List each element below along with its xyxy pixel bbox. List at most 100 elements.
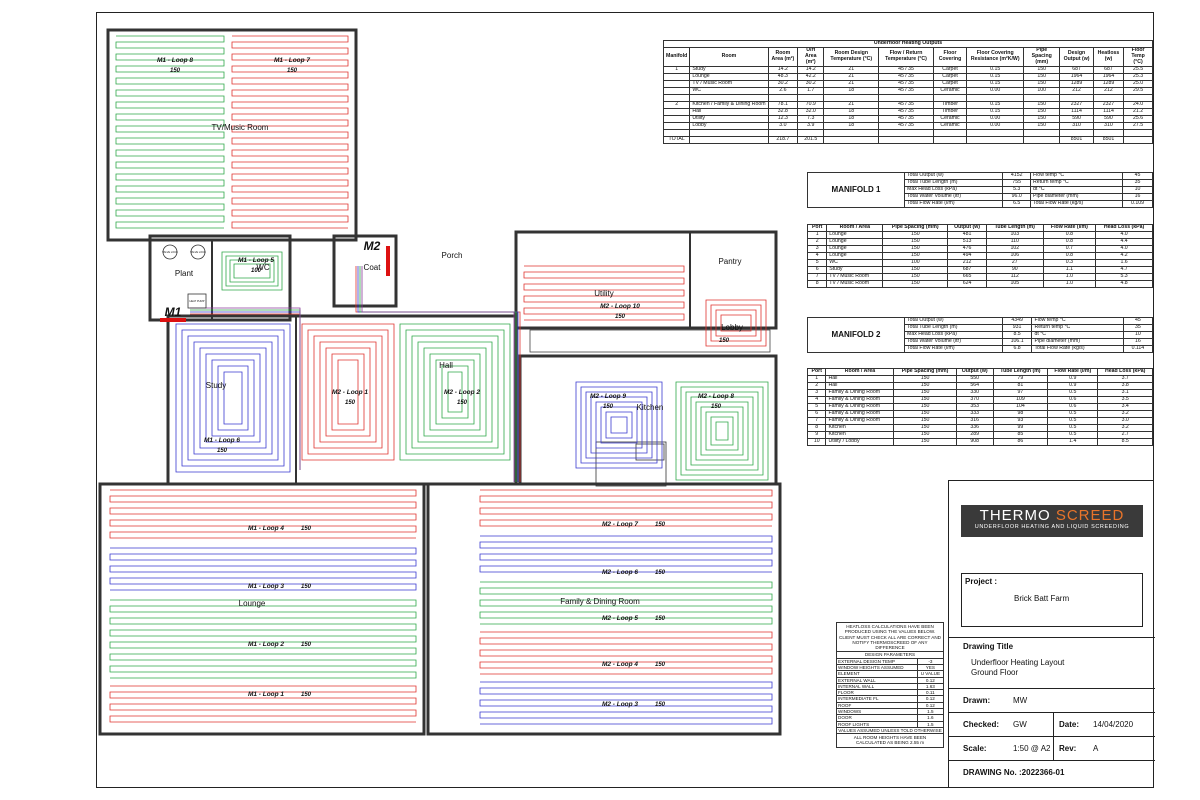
table-cell — [797, 93, 825, 102]
table-cell: 14.2 — [797, 65, 825, 74]
table-cell: 513 — [947, 237, 987, 246]
summary-key: Total Flow Rate (l/m) — [903, 199, 1004, 208]
table-cell: 25.5 — [1123, 65, 1153, 74]
table-cell: 1.0 — [1042, 279, 1097, 288]
loop-spacing: 150 — [345, 400, 356, 406]
table-cell — [878, 135, 934, 144]
table-cell: 590 — [1092, 114, 1125, 123]
table-cell: 21 — [823, 65, 880, 74]
heatloss-intro: HEATLOSS CALCULATIONS HAVE BEEN PRODUCED… — [836, 621, 944, 653]
table-cell: 70.9 — [797, 100, 825, 109]
table-cell: 30.2 — [797, 79, 825, 88]
table-cell: 0.12 — [916, 695, 945, 703]
table-cell: 109 — [992, 395, 1049, 404]
outputs-header: Design Output (w) — [1059, 46, 1094, 67]
table-cell: 7 — [806, 272, 828, 281]
table-cell: 18 — [823, 107, 880, 116]
ports-header: Output (w) — [947, 224, 987, 232]
checked-value: GW — [1013, 720, 1027, 729]
room-label: Porch — [442, 251, 463, 260]
table-cell: 8 — [806, 279, 828, 288]
table-cell: 0.6 — [1047, 402, 1099, 411]
table-cell: 3.9 — [797, 121, 825, 130]
drawn-label: Drawn: — [963, 696, 991, 705]
table-cell: 150 — [1023, 107, 1061, 116]
room-label: Utility — [594, 289, 614, 298]
table-cell: 4 — [806, 251, 828, 260]
ports-header: Port — [806, 224, 828, 232]
summary-value: 96.0 — [1002, 192, 1031, 201]
loop-label: M2 - Loop 2 — [444, 389, 480, 396]
table-cell: Carpet — [932, 65, 968, 74]
table-cell: 150 — [882, 244, 949, 253]
heatloss-heading: DESIGN PARAMETERS — [836, 651, 944, 659]
table-cell: 0.12 — [916, 676, 945, 684]
table-cell: 150 — [1023, 100, 1061, 109]
table-cell: Timber — [932, 107, 968, 116]
loop-spacing: 150 — [301, 584, 312, 590]
table-cell: 27.5 — [1123, 121, 1153, 130]
table-cell: 21 — [823, 79, 880, 88]
table-cell: 86 — [992, 437, 1049, 446]
manifold-2-label: M2 — [364, 239, 381, 253]
table-cell — [966, 93, 1025, 102]
table-cell: 48.3 — [767, 72, 799, 81]
table-cell: 45 / 35 — [878, 107, 934, 116]
table-cell: 665 — [947, 272, 987, 281]
table-cell: 3.0 — [1097, 416, 1153, 425]
table-cell — [823, 135, 880, 144]
table-cell: Carpet — [932, 72, 968, 81]
table-cell: 1.5 — [916, 720, 945, 728]
feed-pipe — [361, 266, 515, 482]
table-cell: 78.1 — [767, 100, 799, 109]
tv-room-wall — [106, 28, 358, 242]
loop-kitchen-green — [675, 381, 769, 481]
loop-spacing: 100 — [251, 268, 262, 274]
heatloss-note1: VALUES ASSUMED UNLESS TOLD OTHERWISE — [836, 726, 944, 735]
table-cell: 150 — [893, 388, 957, 397]
loop-label: M2 - Loop 8 — [698, 393, 734, 400]
table-cell — [878, 128, 934, 137]
summary-key: Total Tube Length (m) — [904, 323, 1003, 332]
date-value: 14/04/2020 — [1093, 720, 1134, 729]
table-cell: 0.15 — [966, 72, 1025, 81]
worktop — [529, 329, 771, 353]
table-cell: 1.5 — [916, 707, 945, 716]
logo-word-a: THERMO — [979, 507, 1051, 524]
table-cell: U VALUE — [916, 670, 945, 678]
table-cell: 42.2 — [797, 72, 825, 81]
table-cell: 112 — [985, 272, 1044, 281]
loop-spacing: 150 — [217, 448, 228, 454]
summary-key: Pipe diameter (mm) — [1029, 192, 1123, 201]
table-cell: 481 — [947, 230, 987, 239]
table-cell: 1.0 — [1042, 272, 1097, 281]
table-cell: 100 — [882, 258, 949, 267]
outputs-header: Room Design Temperature (°C) — [823, 46, 880, 67]
table-cell: 5 — [806, 402, 827, 411]
table-cell: Family & Dining Room — [825, 395, 895, 404]
table-cell: 150 — [893, 374, 957, 383]
loop-spacing: 150 — [655, 702, 666, 708]
room-label: WC — [256, 263, 270, 272]
table-cell: Study — [826, 265, 884, 274]
table-cell: 32.0 — [797, 107, 825, 116]
table-cell: 32.8 — [767, 107, 799, 116]
table-cell: 8501 — [1059, 135, 1094, 144]
rev-value: A — [1093, 744, 1099, 753]
table-cell: 81 — [992, 381, 1049, 390]
loop-spacing: 150 — [655, 616, 666, 622]
plant-equipment-label: HEAT PUMP — [190, 299, 205, 303]
heat-pump-icon — [187, 293, 207, 309]
drawing-frame — [96, 12, 1154, 788]
table-cell — [689, 135, 769, 144]
summary-key: Pipe diameter (mm) — [1031, 337, 1124, 346]
table-cell: 0.8 — [1042, 251, 1097, 260]
table-cell — [932, 135, 968, 144]
outputs-header: Flow / Return Temperature (°C) — [878, 46, 934, 67]
